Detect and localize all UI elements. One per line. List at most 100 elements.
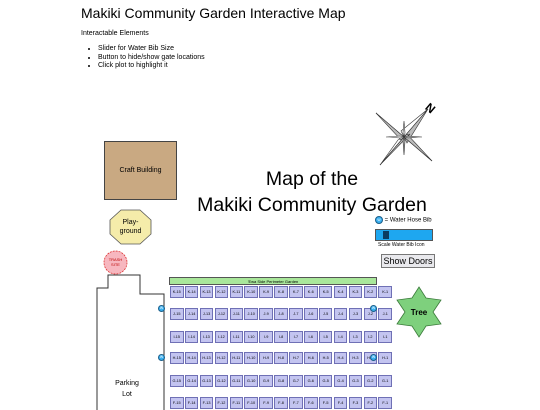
garden-plot[interactable]: G-11 [229, 375, 244, 387]
garden-plot[interactable]: J-7 [289, 308, 303, 320]
garden-plot[interactable]: K-7 [289, 286, 303, 298]
garden-plot[interactable]: H-1 [378, 352, 392, 364]
garden-plot[interactable]: J-13 [199, 308, 214, 320]
garden-plot[interactable]: H-5 [318, 352, 333, 364]
garden-plot[interactable]: H-4 [333, 352, 348, 364]
interactable-item: Button to hide/show gate locations [98, 54, 205, 63]
garden-plot[interactable]: H-7 [289, 352, 303, 364]
garden-plot[interactable]: J-14 [184, 308, 199, 320]
garden-plot[interactable]: I-11 [229, 331, 244, 343]
garden-plot[interactable]: H-13 [199, 352, 214, 364]
garden-plot[interactable]: G-3 [348, 375, 363, 387]
garden-plot[interactable]: F-12 [214, 397, 229, 409]
garden-plot[interactable]: I-15 [170, 331, 184, 343]
garden-plot[interactable]: I-5 [318, 331, 333, 343]
garden-plot[interactable]: J-10 [244, 308, 258, 320]
slider-thumb[interactable] [382, 231, 389, 239]
garden-plot[interactable]: F-2 [363, 397, 378, 409]
garden-plot[interactable]: G-8 [274, 375, 288, 387]
garden-plot[interactable]: G-7 [289, 375, 303, 387]
garden-plot[interactable]: I-3 [348, 331, 363, 343]
garden-plot[interactable]: G-9 [259, 375, 273, 387]
garden-plot[interactable]: H-15 [170, 352, 184, 364]
garden-plot[interactable]: H-14 [184, 352, 199, 364]
garden-plot[interactable]: F-3 [348, 397, 363, 409]
garden-plot[interactable]: J-9 [259, 308, 273, 320]
garden-plot[interactable]: F-7 [289, 397, 303, 409]
playground-label-2: ground [120, 228, 142, 235]
garden-plot[interactable]: I-1 [378, 331, 392, 343]
garden-plot[interactable]: K-2 [363, 286, 378, 298]
garden-plot[interactable]: H-6 [304, 352, 318, 364]
garden-plot[interactable]: H-9 [259, 352, 273, 364]
garden-plot[interactable]: J-4 [333, 308, 348, 320]
garden-plot[interactable]: G-4 [333, 375, 348, 387]
garden-plot[interactable]: F-15 [170, 397, 184, 409]
garden-plot[interactable]: G-5 [318, 375, 333, 387]
garden-plot[interactable]: F-11 [229, 397, 244, 409]
garden-plot[interactable]: J-1 [378, 308, 392, 320]
garden-plot[interactable]: I-4 [333, 331, 348, 343]
interactables-heading: Interactable Elements [81, 30, 149, 37]
garden-plot[interactable]: G-10 [244, 375, 258, 387]
garden-plot[interactable]: K-6 [304, 286, 318, 298]
garden-plot[interactable]: F-9 [259, 397, 273, 409]
garden-plot[interactable]: J-12 [214, 308, 229, 320]
garden-plot[interactable]: I-8 [274, 331, 288, 343]
parking-label-1: Parking [115, 380, 139, 387]
garden-plot[interactable]: H-8 [274, 352, 288, 364]
garden-plot[interactable]: F-8 [274, 397, 288, 409]
garden-plot[interactable]: G-15 [170, 375, 184, 387]
garden-plot[interactable]: F-6 [304, 397, 318, 409]
garden-plot[interactable]: G-14 [184, 375, 199, 387]
garden-plot[interactable]: F-4 [333, 397, 348, 409]
garden-plot[interactable]: F-14 [184, 397, 199, 409]
garden-plot[interactable]: J-11 [229, 308, 244, 320]
garden-plot[interactable]: I-13 [199, 331, 214, 343]
garden-plot[interactable]: I-12 [214, 331, 229, 343]
garden-plot[interactable]: K-8 [274, 286, 288, 298]
garden-plot[interactable]: J-5 [318, 308, 333, 320]
garden-plot[interactable]: J-8 [274, 308, 288, 320]
garden-plot[interactable]: H-3 [348, 352, 363, 364]
garden-plot[interactable]: I-6 [304, 331, 318, 343]
garden-plot[interactable]: F-5 [318, 397, 333, 409]
garden-plot[interactable]: K-12 [214, 286, 229, 298]
garden-plot[interactable]: I-14 [184, 331, 199, 343]
garden-plot[interactable]: F-10 [244, 397, 258, 409]
garden-plot[interactable]: K-14 [184, 286, 199, 298]
garden-plot[interactable]: G-13 [199, 375, 214, 387]
garden-plot[interactable]: K-13 [199, 286, 214, 298]
parking-lot [96, 274, 165, 410]
garden-plot[interactable]: K-11 [229, 286, 244, 298]
garden-plot[interactable]: G-12 [214, 375, 229, 387]
garden-plot[interactable]: K-1 [378, 286, 392, 298]
garden-plot[interactable]: I-2 [363, 331, 378, 343]
map-title-line2: Makiki Community Garden [197, 194, 427, 216]
garden-plot[interactable]: I-7 [289, 331, 303, 343]
garden-plot[interactable]: K-10 [244, 286, 258, 298]
garden-plot[interactable]: K-4 [333, 286, 348, 298]
garden-plot[interactable]: K-3 [348, 286, 363, 298]
garden-plot[interactable]: H-12 [214, 352, 229, 364]
show-doors-button[interactable]: Show Doors [381, 254, 435, 268]
garden-plot[interactable]: G-1 [378, 375, 392, 387]
craft-building-label: Craft Building [119, 167, 162, 174]
garden-plot[interactable]: I-10 [244, 331, 258, 343]
garden-plot[interactable]: J-15 [170, 308, 184, 320]
garden-plot[interactable]: F-13 [199, 397, 214, 409]
garden-plot[interactable]: J-3 [348, 308, 363, 320]
garden-plot[interactable]: F-1 [378, 397, 392, 409]
garden-plot[interactable]: K-5 [318, 286, 333, 298]
garden-plot[interactable]: J-6 [304, 308, 318, 320]
garden-plot[interactable]: G-2 [363, 375, 378, 387]
trash-label-1: TRASH [109, 257, 123, 262]
garden-plot[interactable]: H-10 [244, 352, 258, 364]
garden-plot[interactable]: H-11 [229, 352, 244, 364]
bib-size-slider[interactable] [375, 229, 433, 241]
garden-plot[interactable]: G-6 [304, 375, 318, 387]
garden-plot[interactable]: I-9 [259, 331, 273, 343]
garden-plot[interactable]: K-9 [259, 286, 273, 298]
garden-plot[interactable]: K-15 [170, 286, 184, 298]
